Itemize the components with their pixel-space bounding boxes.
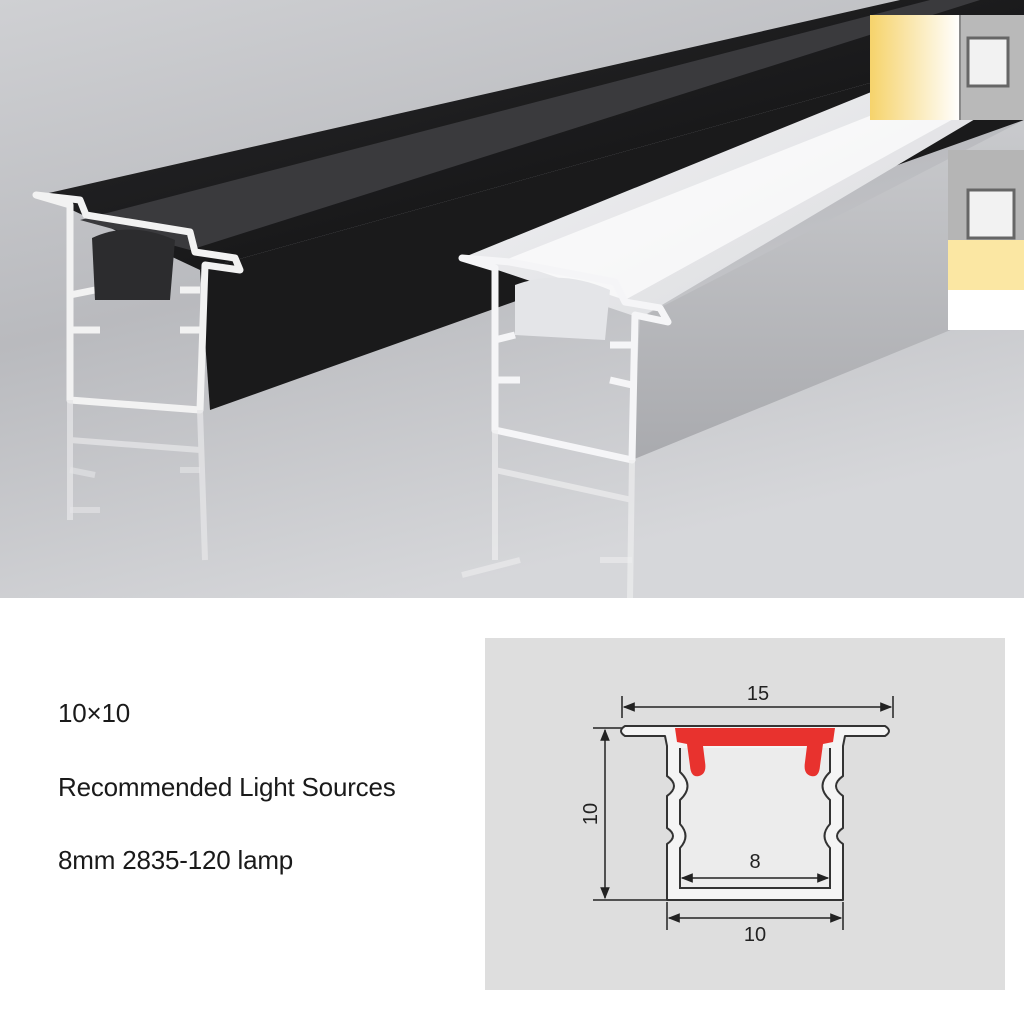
dim-top: 15 xyxy=(747,683,769,705)
lamp-spec: 8mm 2835-120 lamp xyxy=(58,845,294,875)
diffuser-cover xyxy=(675,728,835,777)
profile-size: 10×10 xyxy=(58,698,131,728)
inset-ceiling-mount xyxy=(948,150,1024,330)
product-photo xyxy=(0,0,1024,598)
dim-inner: 8 xyxy=(749,851,760,873)
dim-side: 10 xyxy=(580,803,602,825)
recommended-label: Recommended Light Sources xyxy=(58,772,396,802)
cross-section-drawing: 15 10 8 10 xyxy=(485,638,1005,990)
dim-bottom: 10 xyxy=(744,924,766,946)
inset-wall-mount xyxy=(870,15,1024,120)
